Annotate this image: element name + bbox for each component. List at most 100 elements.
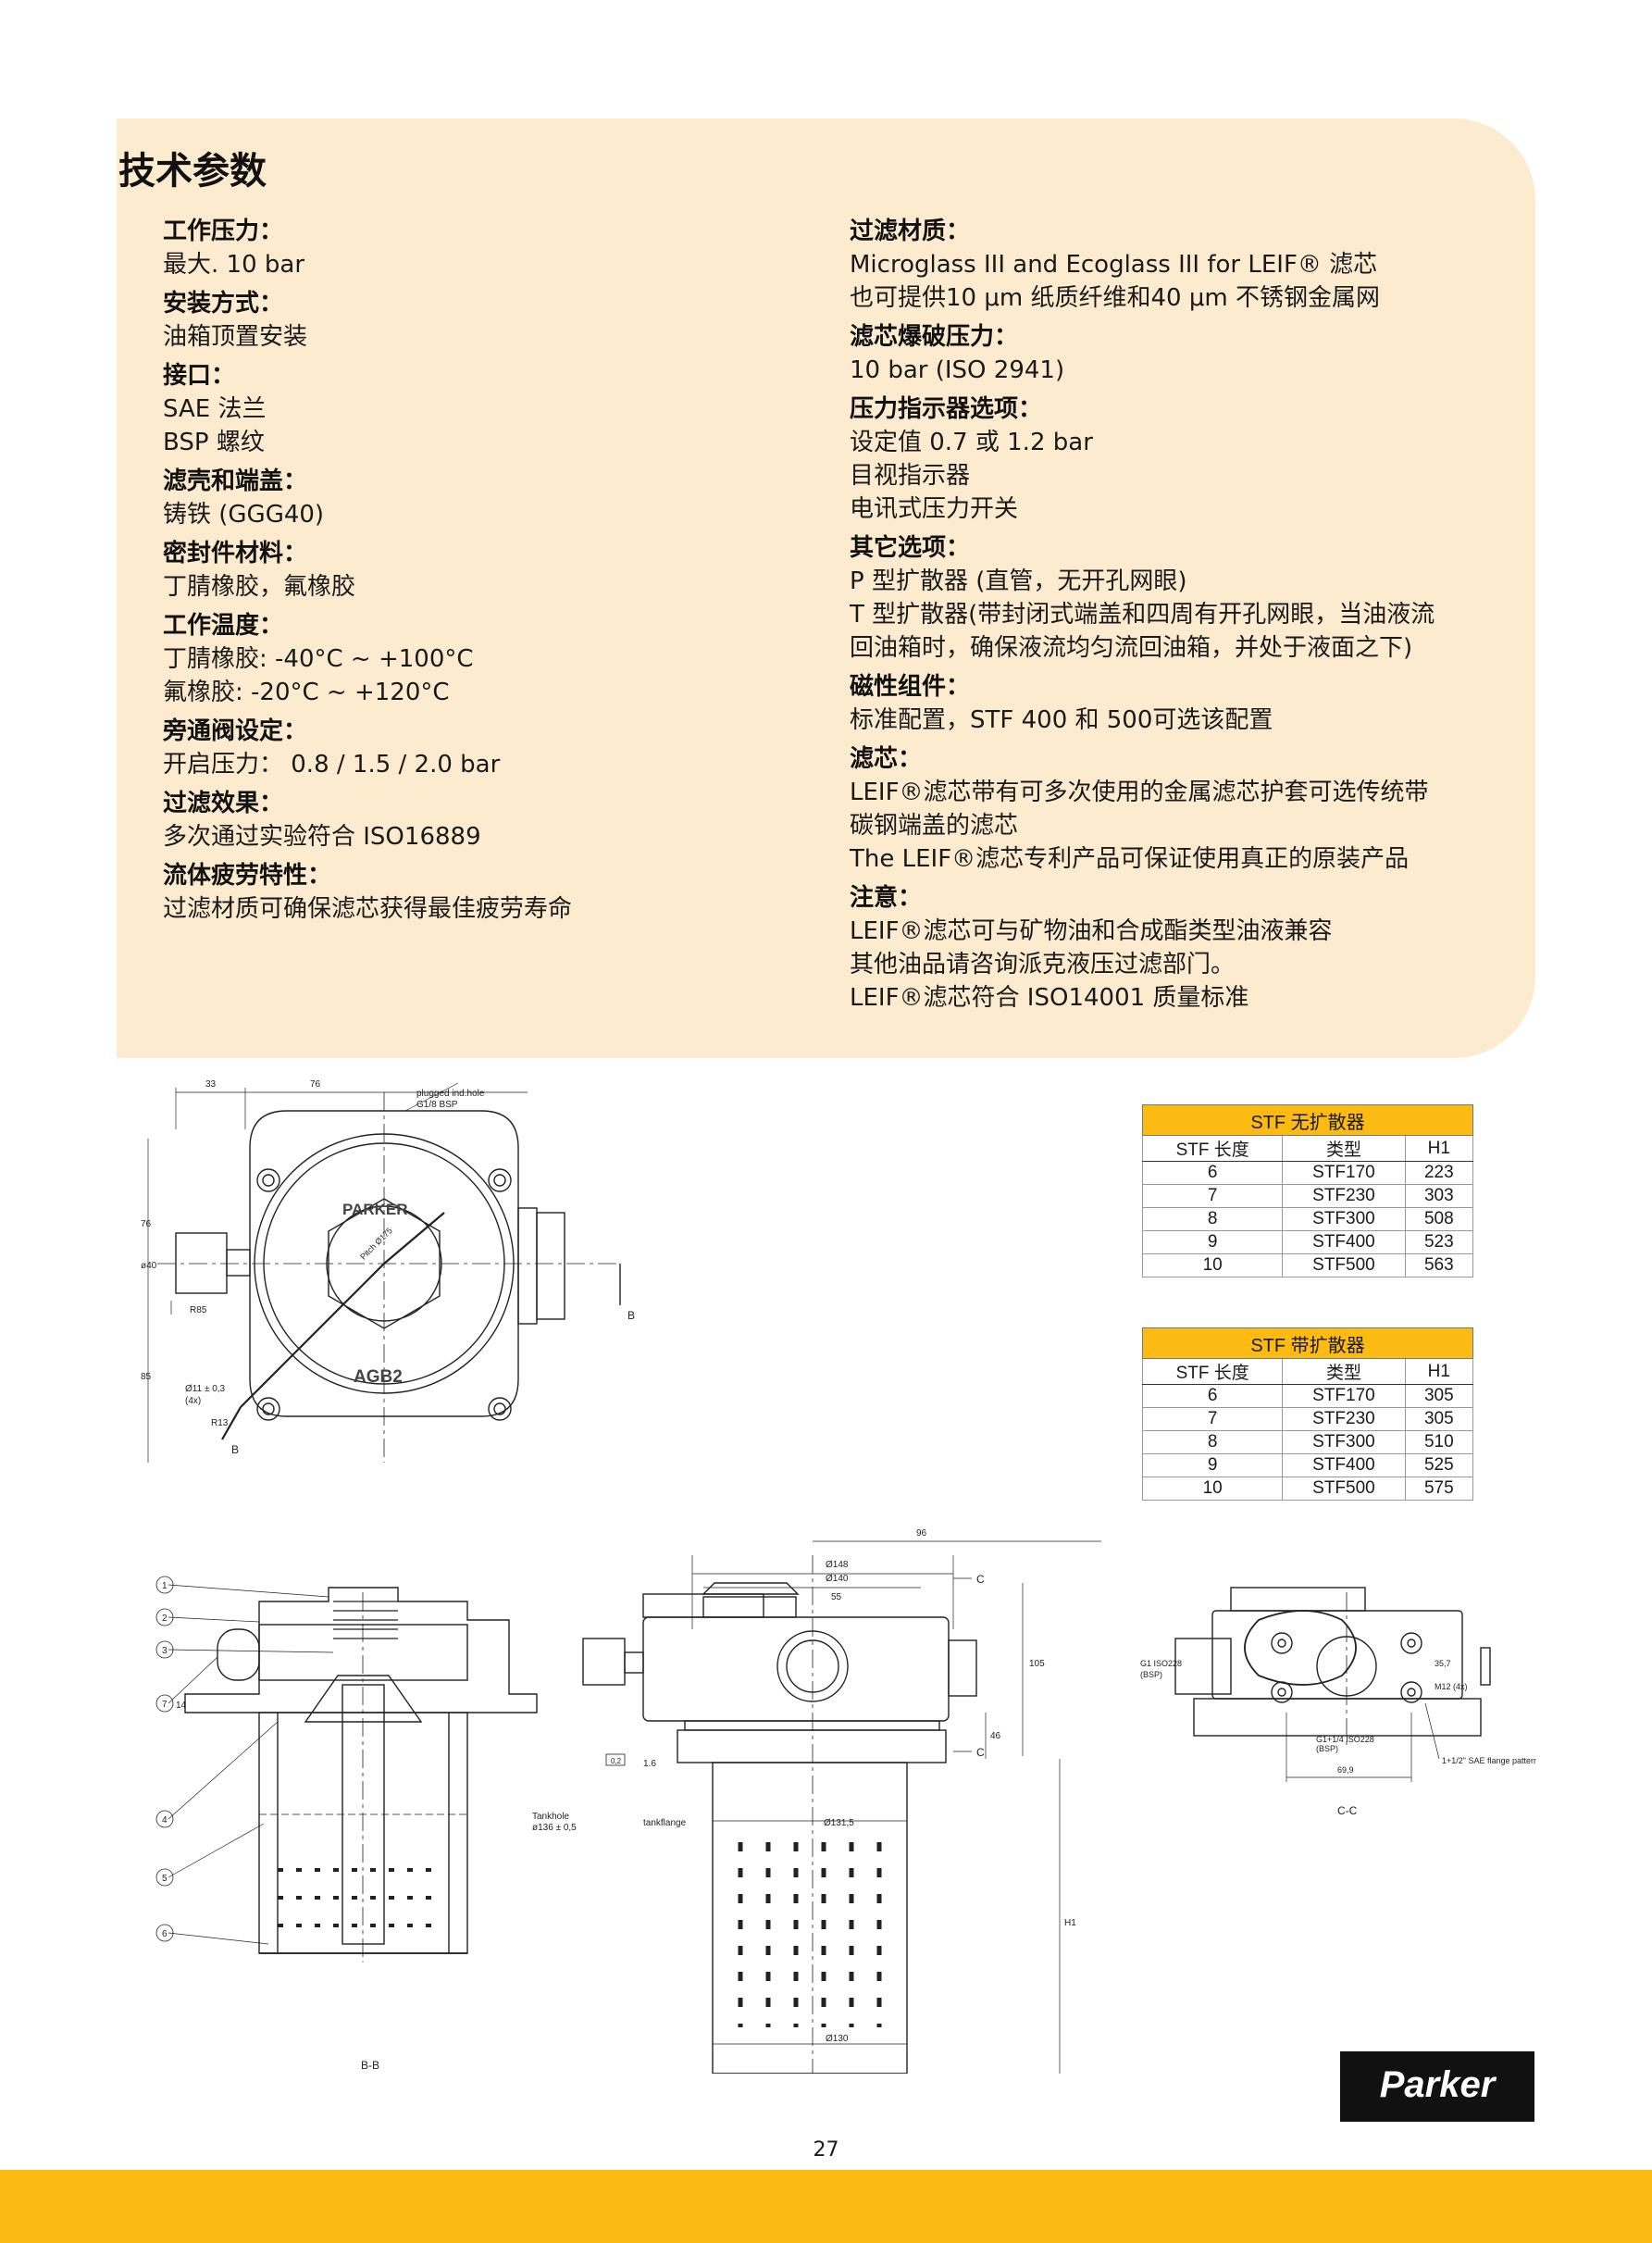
spec-line: Microglass III and Ecoglass III for LEIF… (850, 251, 1378, 279)
dim-label: tankflange (643, 1818, 687, 1828)
spec-line: P 型扩散器 (直管，无开孔网眼) (850, 567, 1187, 595)
dim-label: M12 (4x) (1435, 1682, 1468, 1691)
dim-label: ø40 (141, 1261, 157, 1271)
dim-label: G1+1/4 ISO228 (1316, 1735, 1374, 1744)
spec-line: 铸铁 (GGG40) (163, 501, 325, 529)
left-spec-column: 工作压力： 最大. 10 bar 安装方式： 油箱顶置安装 接口： SAE 法兰… (163, 215, 681, 931)
spec-heading: 磁性组件： (850, 673, 971, 701)
spec-line: 多次通过实验符合 ISO16889 (163, 823, 481, 851)
table-cell: STF300 (1282, 1430, 1406, 1454)
dim-label: Tankhole (532, 1812, 569, 1822)
part-number: 7 (162, 1700, 168, 1710)
dim-label: Ø11 ± 0,3 (185, 1384, 226, 1394)
spec-mounting: 安装方式： 油箱顶置安装 (163, 287, 681, 354)
spec-line: 目视指示器 (850, 462, 971, 490)
table-header-row: STF 长度 类型 H1 (1141, 1135, 1474, 1162)
part-number: 5 (162, 1874, 168, 1884)
dim-label: 96 (916, 1528, 927, 1539)
section-cc-drawing: G1 ISO228 (BSP) 35,7 M12 (4x) G1+1/4 ISO… (1140, 1587, 1536, 1817)
part-number: 6 (162, 1929, 168, 1939)
section-marker: B (231, 1443, 239, 1456)
spec-line: The LEIF®滤芯专利产品可保证使用真正的原装产品 (850, 845, 1410, 873)
part-number: 1 (162, 1581, 168, 1591)
section-label: B-B (361, 2059, 379, 2072)
dim-label: R13 (211, 1418, 229, 1428)
spec-panel (117, 118, 1535, 1058)
spec-heading: 其它选项： (850, 534, 971, 562)
spec-line: SAE 法兰 (163, 395, 267, 423)
table-cell: 508 (1404, 1207, 1474, 1231)
table-cell: 525 (1404, 1453, 1474, 1477)
table-cell: 6 (1141, 1384, 1284, 1408)
spec-heading: 压力指示器选项： (850, 395, 1043, 423)
part-number: 3 (162, 1646, 168, 1656)
spec-heading: 注意： (850, 884, 923, 912)
dim-label: ø136 ± 0,5 (532, 1823, 577, 1833)
spec-heading: 接口： (163, 362, 236, 390)
table-cell: 523 (1404, 1230, 1474, 1254)
spec-line: 过滤材质可确保滤芯获得最佳疲劳寿命 (163, 895, 573, 923)
spec-heading: 过滤效果： (163, 790, 284, 817)
spec-heading: 旁通阀设定： (163, 717, 308, 745)
dim-label: G1 ISO228 (1140, 1659, 1182, 1668)
dim-label: 1+1/2" SAE flange pattern (1442, 1756, 1536, 1765)
spec-note: 注意： LEIF®滤芯可与矿物油和合成酯类型油液兼容 其他油品请咨询派克液压过滤… (850, 881, 1553, 1015)
table-cell: 9 (1141, 1453, 1284, 1477)
table-cell: 8 (1141, 1207, 1284, 1231)
spec-working-pressure: 工作压力： 最大. 10 bar (163, 215, 681, 281)
spec-line: 设定值 0.7 或 1.2 bar (850, 429, 1093, 456)
table-cell: STF230 (1282, 1184, 1406, 1208)
table-cell: STF170 (1282, 1384, 1406, 1408)
spec-line: 碳钢端盖的滤芯 (850, 812, 1019, 840)
dim-label: Ø130 (826, 2034, 849, 2044)
table-cell: 305 (1404, 1384, 1474, 1408)
dim-label: 85 (141, 1372, 152, 1382)
dim-label: H1 (1064, 1918, 1076, 1928)
logo-text: Parker (1379, 2064, 1496, 2105)
spec-line: 标准配置，STF 400 和 500可选该配置 (850, 706, 1273, 734)
spec-heading: 工作压力： (163, 218, 284, 245)
column-header: H1 (1404, 1135, 1474, 1162)
technical-drawings: 33 76 plugged ind.hole G1/8 BSP 76 ø40 R… (141, 1079, 1536, 2074)
column-header: 类型 (1282, 1135, 1406, 1162)
dim-label: 0,2 (611, 1757, 622, 1765)
table-cell: 6 (1141, 1161, 1284, 1185)
front-view-drawing: 96 Ø148 Ø140 55 C C 105 46 0,2 1.6 tankf… (582, 1528, 1101, 2074)
table-cell: 7 (1141, 1407, 1284, 1431)
section-marker: B (627, 1309, 635, 1322)
table-cell: STF230 (1282, 1407, 1406, 1431)
table-caption: STF 带扩散器 (1142, 1327, 1473, 1359)
dim-label: 35,7 (1435, 1659, 1451, 1668)
table-cell: STF500 (1282, 1477, 1406, 1501)
dim-label: 33 (205, 1079, 217, 1090)
right-spec-column: 过滤材质： Microglass III and Ecoglass III fo… (850, 215, 1553, 1020)
spec-line: 最大. 10 bar (163, 251, 305, 279)
spec-seals: 密封件材料： 丁腈橡胶，氟橡胶 (163, 537, 681, 604)
spec-line: LEIF®滤芯带有可多次使用的金属滤芯护套可选传统带 (850, 779, 1429, 806)
table-cell: 305 (1404, 1407, 1474, 1431)
section-marker: C (976, 1573, 985, 1586)
spec-line: LEIF®滤芯可与矿物油和合成酯类型油液兼容 (850, 917, 1333, 945)
table-cell: 510 (1404, 1430, 1474, 1454)
table-cell: STF300 (1282, 1207, 1406, 1231)
spec-heading: 过滤材质： (850, 218, 971, 245)
table-cell: 575 (1404, 1477, 1474, 1501)
column-header: H1 (1404, 1358, 1474, 1385)
dim-label: 1.6 (643, 1759, 656, 1769)
spec-line: 回油箱时，确保液流均匀流回油箱，并处于液面之下) (850, 634, 1413, 662)
footer-band (0, 2170, 1652, 2243)
dim-label: R85 (190, 1305, 207, 1315)
spec-line: 10 bar (ISO 2941) (850, 356, 1065, 384)
spec-line: BSP 螺纹 (163, 429, 265, 456)
spec-options: 其它选项： P 型扩散器 (直管，无开孔网眼) T 型扩散器(带封闭式端盖和四周… (850, 531, 1553, 665)
table-cell: STF400 (1282, 1230, 1406, 1254)
dim-label: Ø148 (826, 1560, 849, 1570)
spec-collapse: 滤芯爆破压力： 10 bar (ISO 2941) (850, 320, 1553, 387)
section-title: 技术参数 (118, 150, 267, 193)
dim-label: Ø140 (826, 1574, 849, 1584)
table-cell: STF170 (1282, 1161, 1406, 1185)
